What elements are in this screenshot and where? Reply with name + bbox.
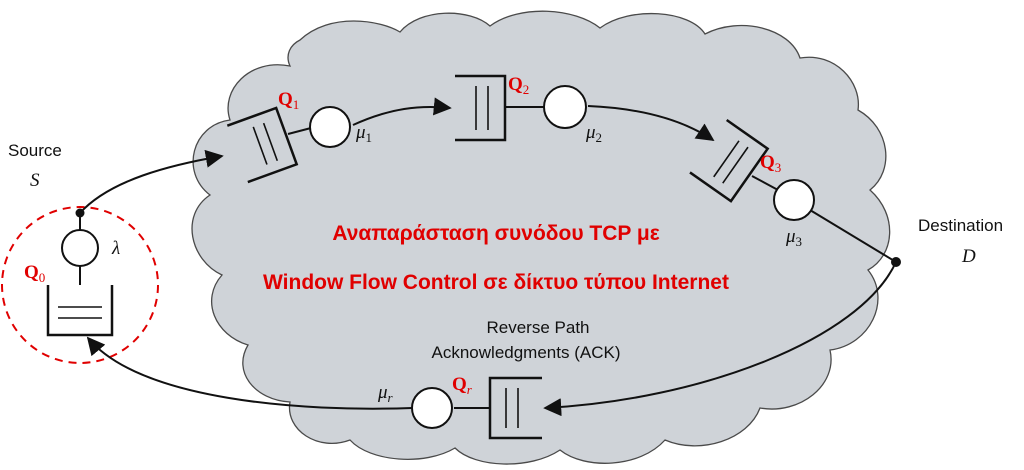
- queue-q0: [46, 285, 114, 337]
- label-q0: Q0: [24, 262, 45, 285]
- label-mur: μr: [377, 382, 394, 405]
- flow-mur-to-q0: [86, 336, 413, 410]
- title-line-2: Window Flow Control σε δίκτυο τύπου Inte…: [263, 271, 729, 294]
- flow-q1-to-q2: [352, 97, 452, 126]
- label-q1: Q1: [278, 89, 299, 112]
- queue-qr: [488, 376, 542, 440]
- label-q2: Q2: [508, 74, 529, 97]
- label-qr: Qr: [452, 374, 473, 397]
- flow-s3-to-destination: [809, 209, 897, 263]
- destination-symbol: D: [961, 246, 976, 267]
- server-lambda: [61, 229, 99, 267]
- internet-cloud: [191, 10, 891, 465]
- server-mu3: [773, 179, 815, 221]
- flow-destination-to-qr: [543, 261, 897, 417]
- destination-label: Destination: [918, 216, 1003, 235]
- server-mu2: [543, 85, 587, 129]
- label-mu1: μ1: [355, 122, 372, 145]
- label-q3: Q3: [760, 152, 781, 175]
- server-mu1: [309, 106, 351, 148]
- source-label: Source: [8, 141, 62, 160]
- source-boundary: [1, 206, 159, 364]
- title-line-1: Αναπαράσταση συνόδου TCP με: [332, 222, 659, 245]
- label-lambda: λ: [111, 238, 120, 259]
- queue-q1: [226, 106, 299, 184]
- server-mur: [411, 387, 453, 429]
- queue-q3: [689, 118, 770, 203]
- destination-dot: [891, 257, 901, 267]
- source-symbol: S: [30, 170, 40, 191]
- flow-q2-to-q3: [587, 105, 715, 141]
- flow-source-to-q1: [79, 149, 224, 214]
- label-mu2: μ2: [585, 122, 602, 145]
- label-mu3: μ3: [785, 226, 802, 249]
- reverse-path-label: Reverse Path: [487, 318, 590, 337]
- ack-label: Acknowledgments (ACK): [432, 343, 621, 362]
